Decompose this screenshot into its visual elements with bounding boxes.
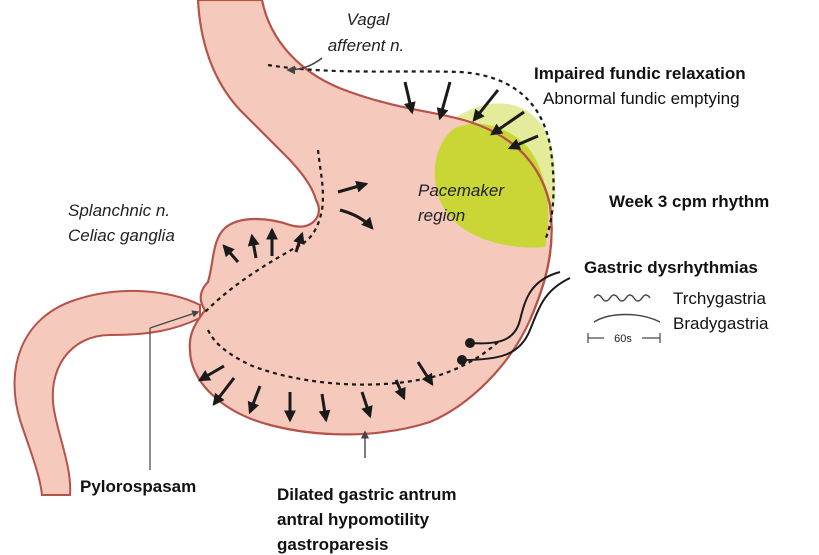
splanchnic-label: Splanchnic n.	[68, 201, 170, 220]
duodenum	[15, 291, 200, 495]
tachygastria-label: Trchygastria	[673, 289, 766, 308]
pylorospasm-label: Pylorospasam	[80, 477, 196, 496]
vagal-label: Vagal	[347, 10, 391, 29]
week-rhythm-label: Week 3 cpm rhythm	[609, 192, 769, 211]
bradygastria-label: Bradygastria	[673, 314, 769, 333]
time-scale-label: 60s	[614, 333, 632, 345]
pacemaker-label: Pacemaker	[418, 181, 505, 200]
pacemaker-label-2: region	[418, 206, 465, 225]
abnormal-fundic-label: Abnormal fundic emptying	[543, 89, 740, 108]
gastric-dysrhythmias-label: Gastric dysrhythmias	[584, 258, 758, 277]
impaired-fundic-label: Impaired fundic relaxation	[534, 64, 746, 83]
hypomotility-label: antral hypomotility	[277, 510, 430, 529]
gastroparesis-label: gastroparesis	[277, 535, 389, 554]
celiac-label: Celiac ganglia	[68, 226, 175, 245]
tachygastria-wave-icon	[594, 295, 650, 301]
antrum-label: Dilated gastric antrum	[277, 485, 457, 504]
electrode-1	[465, 338, 475, 348]
electrode-2	[457, 355, 467, 365]
vagal-label-2: afferent n.	[328, 36, 405, 55]
bradygastria-wave-icon	[594, 315, 660, 323]
